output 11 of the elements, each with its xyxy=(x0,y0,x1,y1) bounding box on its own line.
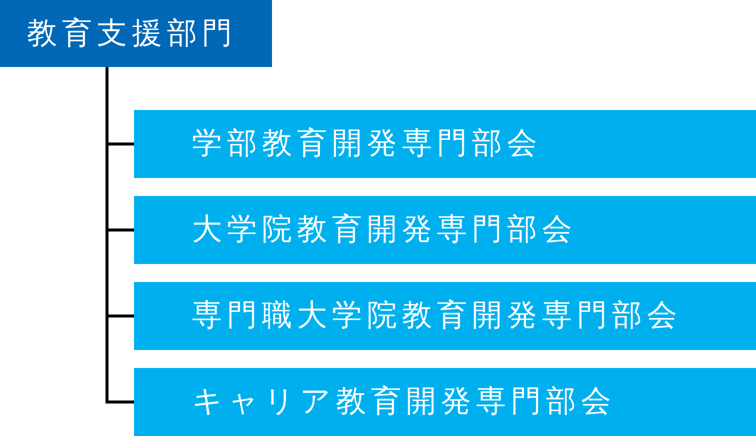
department-box xyxy=(0,0,272,67)
committee-box xyxy=(134,282,756,350)
committee-title: キャリア教育開発専門部会 xyxy=(192,384,616,420)
committee-title: 大学院教育開発専門部会 xyxy=(192,212,577,248)
connector-line xyxy=(106,67,134,404)
committee-box xyxy=(134,368,756,436)
committee-box xyxy=(134,110,756,178)
department-title: 教育支援部門 xyxy=(27,16,237,52)
committee-title: 専門職大学院教育開発専門部会 xyxy=(192,298,682,334)
committee-title: 学部教育開発専門部会 xyxy=(192,126,542,162)
committee-box xyxy=(134,196,756,264)
